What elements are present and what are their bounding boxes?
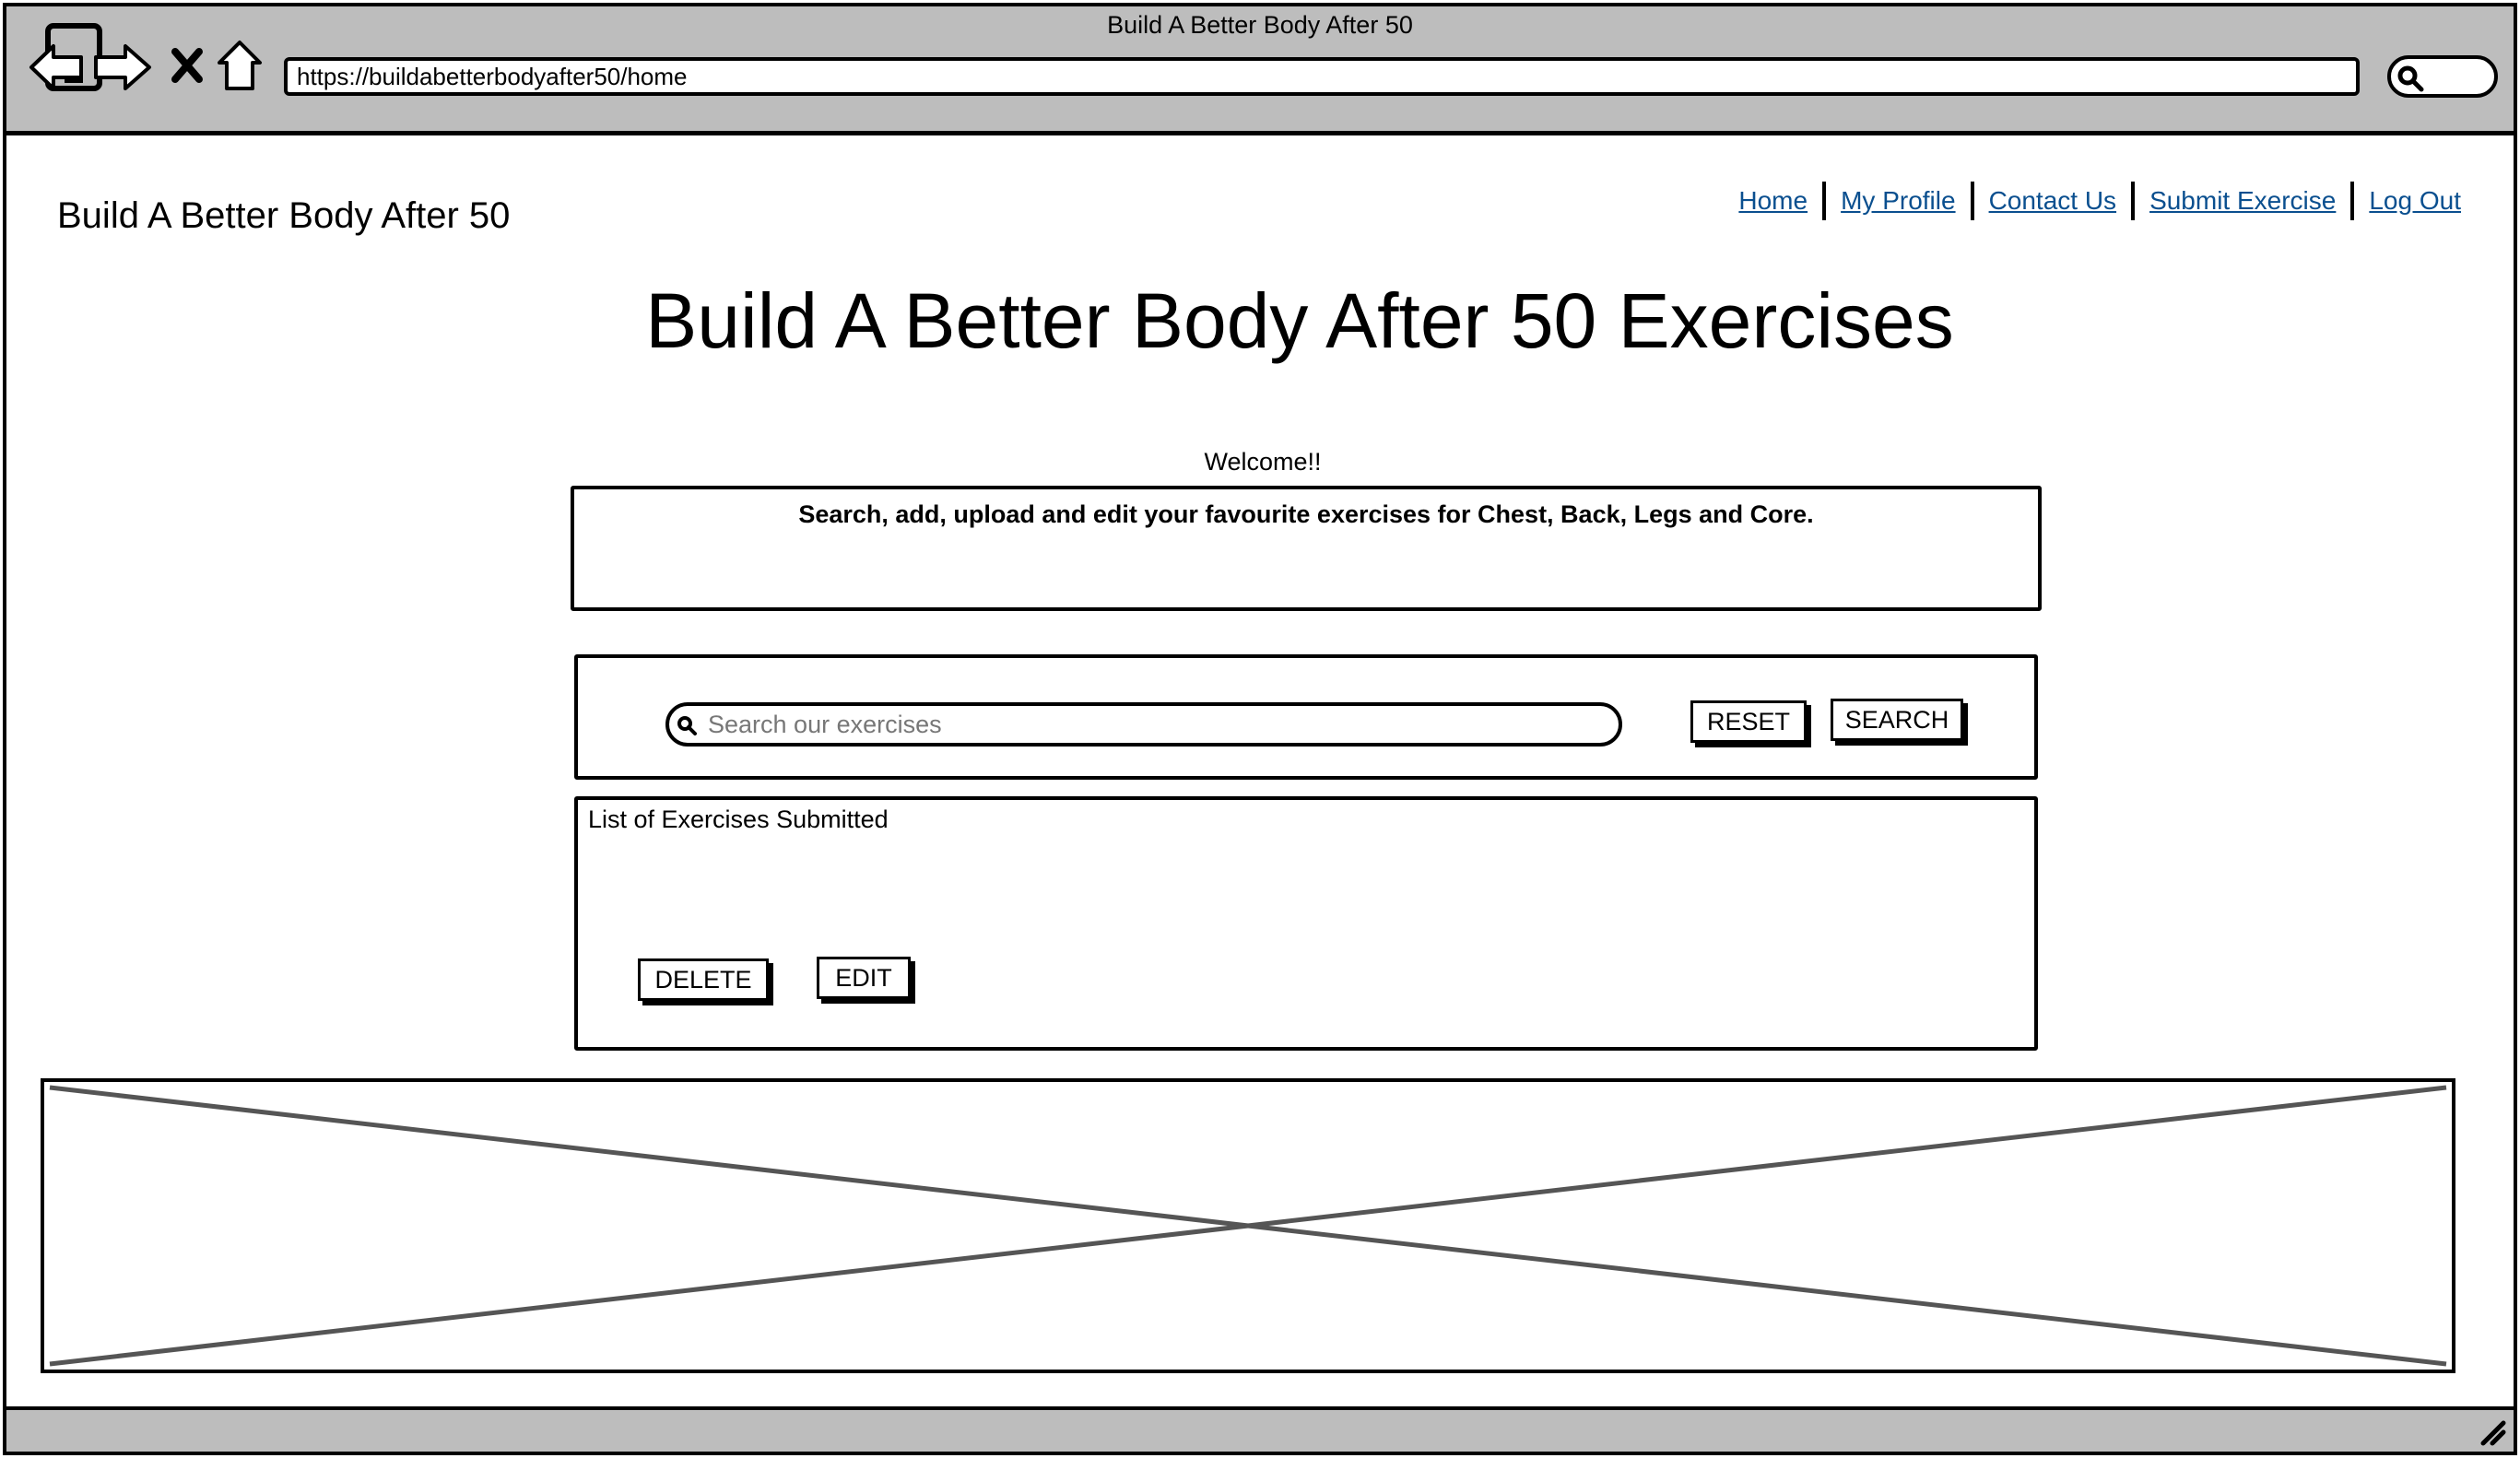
search-icon <box>2397 65 2424 92</box>
home-icon[interactable] <box>216 39 264 92</box>
browser-search-field[interactable] <box>2387 55 2498 98</box>
image-placeholder <box>41 1078 2455 1373</box>
exercise-list-title: List of Exercises Submitted <box>588 805 889 833</box>
page-heading: Build A Better Body After 50 Exercises <box>645 277 1954 364</box>
delete-button[interactable]: DELETE <box>638 958 769 1001</box>
welcome-text: Welcome!! <box>1204 448 1322 476</box>
nav-divider <box>1970 182 1974 220</box>
forward-arrow-icon[interactable] <box>92 42 153 92</box>
reset-button[interactable]: RESET <box>1690 700 1807 743</box>
intro-text: Search, add, upload and edit your favour… <box>798 500 1814 528</box>
nav-link-submit-exercise[interactable]: Submit Exercise <box>2149 186 2337 215</box>
nav-link-home[interactable]: Home <box>1738 186 1808 215</box>
window-title: Build A Better Body After 50 <box>1107 11 1413 39</box>
close-x-icon[interactable] <box>170 46 205 85</box>
search-input[interactable] <box>665 702 1622 747</box>
search-panel <box>574 654 2038 780</box>
edit-button[interactable]: EDIT <box>817 957 911 999</box>
site-title: Build A Better Body After 50 <box>57 195 511 236</box>
nav-link-contact-us[interactable]: Contact Us <box>1988 186 2117 215</box>
nav-link-my-profile[interactable]: My Profile <box>1841 186 1956 215</box>
back-arrow-icon[interactable] <box>28 42 85 92</box>
exercise-list-panel <box>574 796 2038 1051</box>
nav-link-log-out[interactable]: Log Out <box>2369 186 2461 215</box>
resize-grip-icon[interactable] <box>2479 1419 2507 1447</box>
intro-box: Search, add, upload and edit your favour… <box>571 486 2042 611</box>
search-button[interactable]: SEARCH <box>1831 699 1963 741</box>
nav-divider <box>2350 182 2355 220</box>
search-icon <box>677 716 697 735</box>
address-bar[interactable]: https://buildabetterbodyafter50/home <box>284 57 2360 96</box>
status-bar <box>3 1406 2517 1455</box>
nav-divider <box>2131 182 2136 220</box>
nav-divider <box>1822 182 1827 220</box>
main-nav: Home My Profile Contact Us Submit Exerci… <box>1724 181 2476 221</box>
